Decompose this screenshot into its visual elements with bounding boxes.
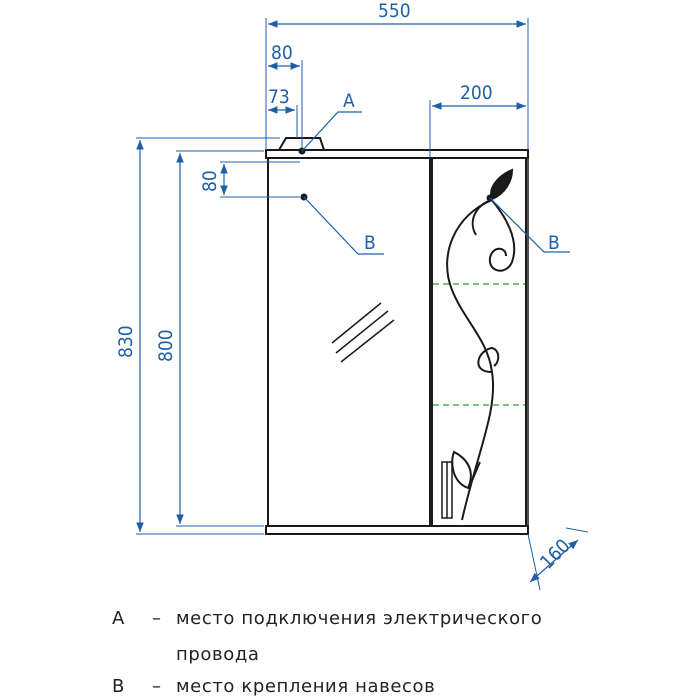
legend-b-key: B — [112, 676, 125, 697]
legend-a-dash: – — [152, 608, 162, 629]
dim-body-height: 800 — [155, 329, 177, 362]
extension-lines — [136, 18, 529, 535]
legend-b-line: B –место крепления навесов — [112, 676, 435, 697]
legend-a-line2: провода — [176, 644, 260, 665]
dim-total-height: 830 — [115, 325, 137, 358]
dim-depth: 160 — [536, 535, 575, 574]
legend-a-key: A — [112, 608, 125, 629]
bottom-ledge — [265, 525, 529, 535]
callout-b-left-leader — [303, 196, 384, 255]
dim-offset-inner: 73 — [268, 86, 290, 108]
dim-cabinet-width: 200 — [460, 82, 493, 104]
leaf-bottom — [451, 450, 472, 490]
legend-a-text-line2: провода — [176, 644, 260, 665]
dim-wire-drop: 80 — [199, 170, 221, 192]
dim-line-depth — [529, 539, 579, 583]
dim-total-width: 550 — [378, 0, 411, 22]
dim-offset-outer: 80 — [271, 42, 293, 64]
mirror-reflection-lines — [331, 302, 395, 363]
leaf-top — [490, 168, 514, 201]
callout-b-left-label: B — [364, 232, 376, 254]
dim-depth-ext-2 — [565, 527, 589, 533]
legend-a-text-line1: место подключения электрического — [176, 608, 543, 629]
lamp-housing — [278, 137, 325, 151]
mirror-cabinet-drawing: A B B 550 80 73 200 830 800 80 160 — [115, 0, 589, 591]
legend-b-text: место крепления навесов — [176, 676, 436, 697]
callout-b-right-leader — [489, 197, 570, 253]
callout-a-label: A — [343, 90, 355, 112]
door-handle — [441, 461, 453, 519]
callout-a-leader — [301, 111, 362, 152]
floral-decoration — [446, 168, 516, 521]
dim-depth-ext-1 — [527, 533, 541, 591]
callout-b-right-label: B — [548, 232, 560, 254]
inner-shelves — [433, 283, 525, 406]
legend-b-dash: – — [152, 676, 162, 697]
legend-a-line1: A –место подключения электрического — [112, 608, 542, 629]
side-cabinet-door — [431, 157, 527, 527]
